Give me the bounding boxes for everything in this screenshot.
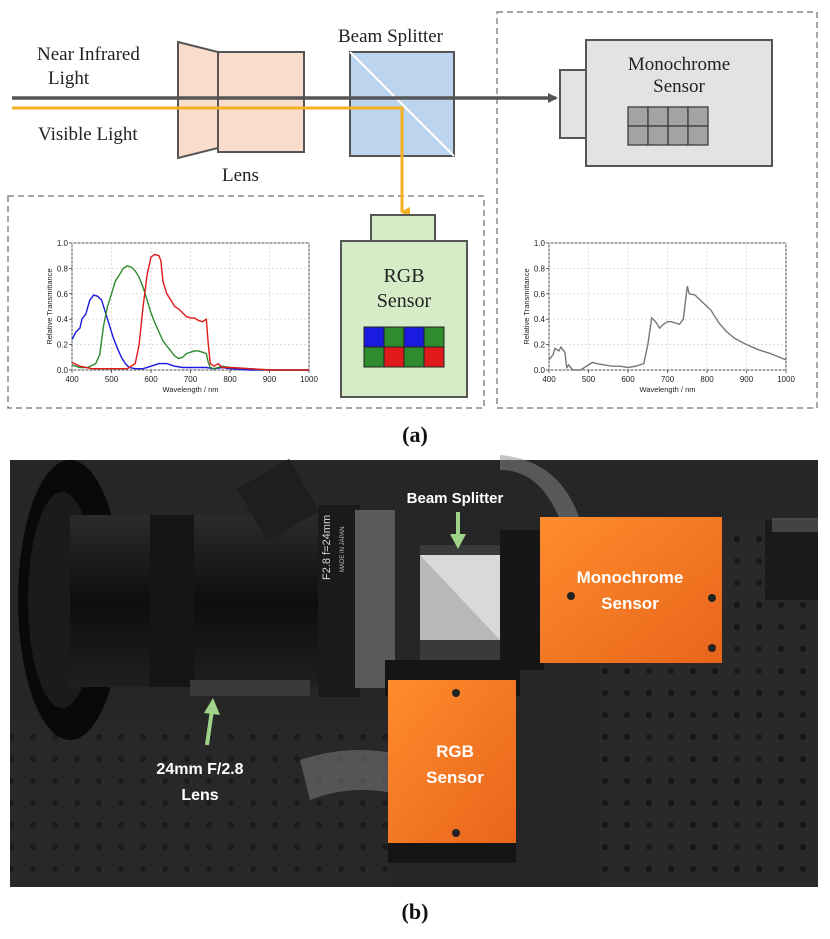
x-tick-label: 500 [582,375,596,384]
mono-pixel [647,125,669,146]
mono-pixel [627,125,649,146]
photo-mono-camera [540,517,722,663]
x-tick-label: 900 [263,375,277,384]
y-tick-label: 1.0 [534,239,546,248]
hardware-photo: F2.8 f=24mm MADE IN JAPAN Monochrome Sen… [10,455,818,887]
mono-pixel [667,125,689,146]
near-infrared-label-2: Light [48,68,90,89]
x-tick-label: 700 [661,375,675,384]
bayer-pixel-red [383,346,405,368]
bayer-filter-grid [363,326,445,368]
bayer-pixel-green [423,326,445,348]
bayer-pixel-blue [363,326,385,348]
mono-pixel [627,106,649,127]
plot-area [548,242,787,371]
lens-made-in: MADE IN JAPAN [340,526,346,572]
y-tick-label: 0.2 [534,341,546,350]
photo-lens-label-2: Lens [181,787,218,804]
bayer-pixel-green [383,326,405,348]
x-tick-label: 700 [184,375,198,384]
lens-label: Lens [222,165,259,186]
beam-splitter-diagonal [349,51,455,157]
lens-body [217,51,305,153]
y-tick-label: 0.4 [57,315,69,324]
mono-sensor-label: Monochrome [628,54,730,75]
caption-b: (b) [402,899,429,924]
x-tick-label: 800 [223,375,237,384]
y-tick-label: 0.4 [534,315,546,324]
y-tick-label: 0.8 [534,264,546,273]
x-tick-label: 800 [700,375,714,384]
photo-lens-label: 24mm F/2.8 [156,761,243,778]
visible-light-label: Visible Light [38,124,138,145]
mono-sensor-mount [559,69,587,139]
y-axis-label: Relative Transmittance [522,268,531,344]
rgb-path-box [7,195,485,409]
caption-a: (a) [402,422,428,447]
near-infrared-label: Near Infrared [37,44,140,65]
series-line-0 [548,286,787,371]
photo-lens-arrow [205,709,214,746]
mono-pixel [667,106,689,127]
x-tick-label: 400 [542,375,556,384]
mono-sensor-label-2: Sensor [653,76,705,97]
mono-pixel [687,106,709,127]
mono-pixel [647,106,669,127]
lens-front-element [177,40,219,160]
x-tick-label: 600 [144,375,158,384]
photo-rgb-label-2: Sensor [426,768,484,787]
x-tick-label: 500 [105,375,119,384]
photo-mono-label: Monochrome [577,568,684,587]
rgb-sensor-body [340,240,468,398]
series-line-2 [71,253,309,371]
x-axis-label: Wavelength / nm [640,385,696,394]
y-tick-label: 0.8 [57,264,69,273]
photo-mono-label-2: Sensor [601,594,659,613]
bayer-pixel-green [403,346,425,368]
y-tick-label: 0.6 [534,290,546,299]
rgb-sensor-label-2: Sensor [377,290,432,312]
x-tick-label: 600 [621,375,635,384]
rgb-transmittance-chart: 400 500 600 700 800 900 1000 0.0 0.2 0.4 0.6 0.8 1.0… [45,239,318,394]
photo-rgb-label: RGB [436,742,474,761]
x-axis-label: Wavelength / nm [163,385,219,394]
rgb-sensor-mount [370,214,436,242]
beam-splitter-label: Beam Splitter [338,26,444,47]
y-tick-label: 0.0 [57,366,69,375]
y-tick-label: 0.0 [534,366,546,375]
x-tick-label: 1000 [300,375,318,384]
photo-rgb-camera [388,680,516,843]
y-tick-label: 1.0 [57,239,69,248]
bayer-pixel-green [363,346,385,368]
mono-transmittance-chart: 400 500 600 700 800 900 1000 0.0 0.2 0.4 0.6 0.8 1.0… [522,239,795,394]
y-axis-label: Relative Transmittance [45,268,54,344]
y-tick-label: 0.2 [57,341,69,350]
photo-beam-splitter-label: Beam Splitter [407,490,504,507]
lens-barrel [70,515,320,687]
series-line-1 [71,265,309,371]
x-tick-label: 400 [65,375,79,384]
x-tick-label: 900 [740,375,754,384]
mono-path-box [496,11,818,409]
rgb-sensor-label: RGB [383,265,424,287]
y-tick-label: 0.6 [57,290,69,299]
x-tick-label: 1000 [777,375,795,384]
bayer-pixel-red [423,346,445,368]
lens-markings: F2.8 f=24mm [321,515,333,580]
visible-light-ray [12,106,410,217]
bayer-pixel-blue [403,326,425,348]
mono-pixel-grid [627,106,709,146]
mono-pixel [687,125,709,146]
